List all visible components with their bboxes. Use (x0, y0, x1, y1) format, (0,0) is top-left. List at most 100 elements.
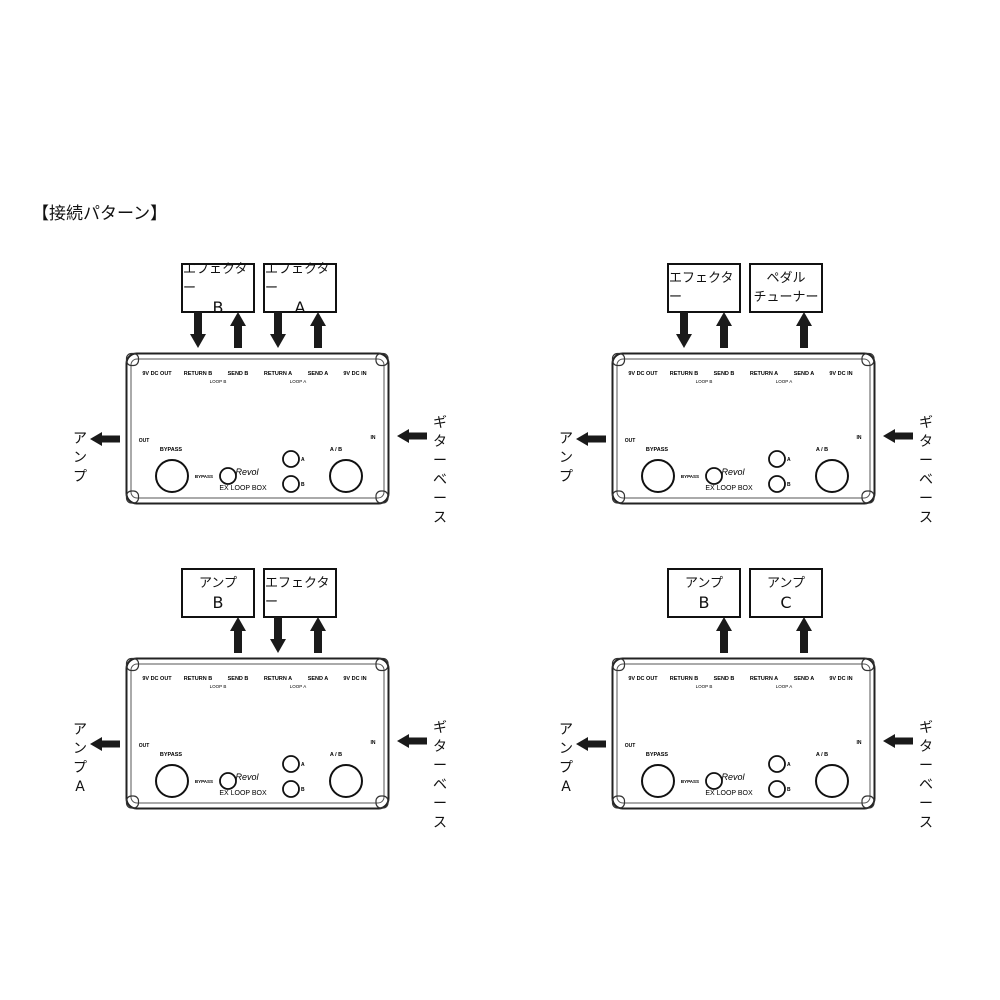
label-send-b: SEND B (714, 371, 735, 377)
label-bypass: BYPASS (646, 752, 669, 758)
signal-arrow-up-icon (310, 312, 326, 348)
box-label-line1: エフェクター (669, 271, 734, 305)
signal-arrow-up-icon (796, 312, 812, 348)
label-send-a: SEND A (794, 676, 815, 682)
ab-footswitch[interactable] (329, 459, 363, 493)
label-out: OUT (625, 743, 636, 749)
box-label-line1: ペダル (766, 271, 806, 286)
bypass-led (705, 467, 723, 485)
logo: Revol (721, 467, 745, 477)
output-label-line: A (75, 779, 85, 795)
box-label-line2: B (212, 297, 224, 317)
bypass-footswitch[interactable] (155, 764, 189, 798)
label-loop-b: LOOP B (696, 684, 713, 689)
logo: Revol (721, 772, 745, 782)
label-bypass-small: BYPASS (681, 779, 699, 784)
signal-arrow-up-icon (716, 617, 732, 653)
input-arrow-left-icon (883, 429, 913, 443)
label-in: IN (857, 740, 862, 746)
box-label-line1: エフェクター (265, 576, 330, 610)
box-label-line2: B (212, 593, 224, 612)
signal-arrow-down-icon (190, 312, 206, 348)
input-label-line: ギター (919, 415, 933, 469)
output-label-line: アンプ (73, 722, 87, 776)
input-source-label: ギターベース (433, 414, 447, 528)
bypass-led (705, 772, 723, 790)
output-arrow-left-icon (576, 737, 606, 751)
ab-footswitch[interactable] (815, 459, 849, 493)
box-label-line1: エフェクター (265, 261, 330, 296)
label-out: OUT (139, 438, 150, 444)
label-return-a: RETURN A (750, 676, 778, 682)
led-a (282, 755, 300, 773)
label-model: EX LOOP BOX (219, 790, 267, 797)
label-return-a: RETURN A (264, 676, 292, 682)
label-a: A (301, 457, 305, 463)
led-b (768, 475, 786, 493)
led-b (768, 780, 786, 798)
label-return-b: RETURN B (184, 371, 212, 377)
label-9v-dc-in: 9V DC IN (829, 371, 852, 377)
bypass-footswitch[interactable] (641, 764, 675, 798)
label-loop-a: LOOP A (290, 684, 306, 689)
label-a: A (301, 762, 305, 768)
label-send-a: SEND A (308, 676, 329, 682)
input-label-line: ベース (919, 472, 933, 526)
label-9v-dc-out: 9V DC OUT (142, 371, 172, 377)
label-return-b: RETURN B (670, 676, 698, 682)
box-label-line1: アンプ (684, 576, 724, 591)
input-source-label: ギターベース (919, 719, 933, 833)
label-in: IN (371, 740, 376, 746)
connected-device-box: ペダルチューナー (749, 263, 823, 313)
signal-arrow-up-icon (310, 617, 326, 653)
signal-arrow-down-icon (270, 312, 286, 348)
page-title: 【接続パターン】 (32, 204, 168, 224)
label-return-b: RETURN B (670, 371, 698, 377)
input-arrow-left-icon (397, 734, 427, 748)
label-9v-dc-out: 9V DC OUT (628, 371, 658, 377)
output-destination-label: アンプ (559, 430, 573, 487)
output-label-line: アンプ (559, 431, 573, 485)
label-bypass: BYPASS (160, 447, 183, 453)
input-arrow-left-icon (397, 429, 427, 443)
label-send-b: SEND B (714, 676, 735, 682)
output-arrow-left-icon (90, 432, 120, 446)
label-9v-dc-out: 9V DC OUT (628, 676, 658, 682)
label-in: IN (371, 435, 376, 441)
signal-arrow-up-icon (796, 617, 812, 653)
bypass-footswitch[interactable] (641, 459, 675, 493)
label-loop-a: LOOP A (290, 379, 306, 384)
led-a (768, 450, 786, 468)
label-b: B (787, 787, 791, 793)
label-send-a: SEND A (308, 371, 329, 377)
ab-footswitch[interactable] (815, 764, 849, 798)
signal-arrow-up-icon (230, 312, 246, 348)
bypass-footswitch[interactable] (155, 459, 189, 493)
label-out: OUT (625, 438, 636, 444)
connected-device-box: エフェクター (263, 568, 337, 618)
signal-arrow-down-icon (270, 617, 286, 653)
ab-footswitch[interactable] (329, 764, 363, 798)
label-loop-b: LOOP B (696, 379, 713, 384)
label-loop-b: LOOP B (210, 684, 227, 689)
bypass-led (219, 467, 237, 485)
output-label-line: アンプ (559, 722, 573, 776)
label-out: OUT (139, 743, 150, 749)
led-b (282, 475, 300, 493)
label-b: B (787, 482, 791, 488)
input-label-line: ベース (919, 777, 933, 831)
label-send-a: SEND A (794, 371, 815, 377)
led-a (282, 450, 300, 468)
label-b: B (301, 482, 305, 488)
label-bypass-small: BYPASS (681, 474, 699, 479)
label-loop-b: LOOP B (210, 379, 227, 384)
